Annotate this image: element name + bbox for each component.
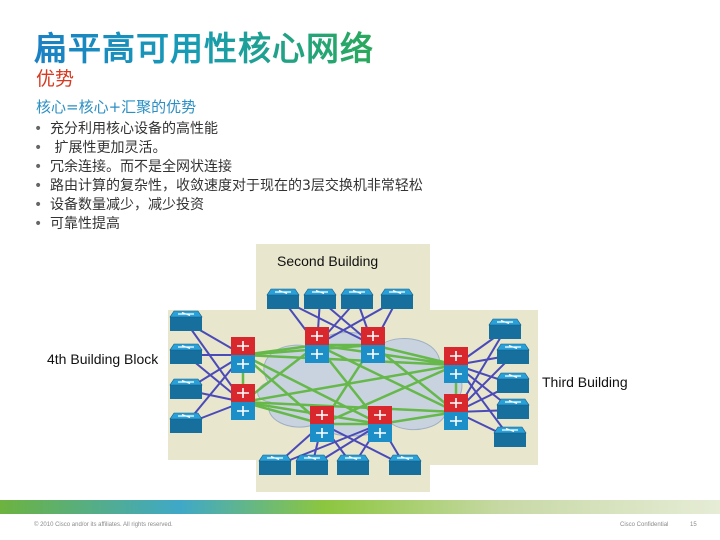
page-number: 15 bbox=[690, 522, 697, 528]
core-link bbox=[242, 400, 457, 414]
access-switch-icon bbox=[496, 343, 530, 364]
slide-subtitle: 优势 bbox=[36, 68, 75, 90]
bullet-item: • 冗余连接。而不是全网状连接 bbox=[34, 158, 423, 177]
copyright-text: © 2010 Cisco and/or its affiliates. All … bbox=[34, 522, 173, 528]
bullet-dot-icon: • bbox=[34, 197, 43, 213]
bullet-text: 路由计算的复杂性，收敛速度对于现在的3层交换机非常轻松 bbox=[50, 178, 423, 194]
fourth-building-label: 4th Building Block bbox=[47, 351, 159, 367]
bullet-text: 扩展性更加灵活。 bbox=[50, 140, 167, 156]
bullet-text: 充分利用核心设备的高性能 bbox=[50, 121, 218, 137]
access-switch-icon bbox=[496, 398, 530, 419]
access-switch-icon bbox=[493, 426, 527, 447]
core-switch-icon bbox=[310, 406, 334, 442]
network-nodes bbox=[169, 288, 530, 475]
confidential-text: Cisco Confidential bbox=[620, 522, 669, 528]
access-switch-icon bbox=[496, 372, 530, 393]
section-heading: 核心=核心+汇聚的优势 bbox=[36, 98, 197, 116]
access-switch-icon bbox=[488, 318, 522, 339]
core-link bbox=[242, 344, 318, 403]
core-link bbox=[379, 410, 457, 426]
core-link bbox=[321, 363, 457, 426]
access-switch-icon bbox=[303, 288, 337, 309]
third-building-label: Third Building bbox=[542, 374, 628, 390]
bullet-text: 可靠性提高 bbox=[50, 216, 120, 232]
bullet-dot-icon: • bbox=[34, 140, 43, 156]
bullet-item: • 可靠性提高 bbox=[34, 215, 423, 234]
access-switch-icon bbox=[295, 454, 329, 475]
core-switch-icon bbox=[231, 337, 255, 373]
core-switch-icon bbox=[444, 347, 468, 383]
bullet-dot-icon: • bbox=[34, 216, 43, 232]
core-switch-icon bbox=[305, 327, 329, 363]
bullet-list: •充分利用核心设备的高性能 • 扩展性更加灵活。 •冗余连接。而不是全网状连接 … bbox=[34, 120, 423, 234]
bullet-item: • 路由计算的复杂性，收敛速度对于现在的3层交换机非常轻松 bbox=[34, 177, 423, 196]
access-switch-icon bbox=[169, 412, 203, 433]
access-switch-icon bbox=[169, 310, 203, 331]
bullet-dot-icon: • bbox=[34, 178, 43, 194]
access-switch-icon bbox=[336, 454, 370, 475]
bullet-dot-icon: • bbox=[34, 121, 43, 137]
bullet-item: • 设备数量减少，减少投资 bbox=[34, 196, 423, 215]
bullet-text: 设备数量减少，减少投资 bbox=[50, 197, 204, 213]
core-link bbox=[242, 353, 457, 367]
second-building-label: Second Building bbox=[277, 253, 379, 269]
access-switch-icon bbox=[388, 454, 422, 475]
access-switch-icon bbox=[169, 378, 203, 399]
access-switch-icon bbox=[266, 288, 300, 309]
bullet-item: • 扩展性更加灵活。 bbox=[34, 139, 423, 158]
footer-bar bbox=[0, 500, 720, 514]
bullet-text: 冗余连接。而不是全网状连接 bbox=[50, 159, 232, 175]
bullet-dot-icon: • bbox=[34, 159, 43, 175]
access-switch-icon bbox=[380, 288, 414, 309]
access-switch-icon bbox=[258, 454, 292, 475]
core-link bbox=[372, 343, 457, 367]
bullet-item: • 充分利用核心设备的高性能 bbox=[34, 120, 423, 139]
core-link bbox=[316, 343, 457, 414]
core-link bbox=[242, 400, 323, 426]
core-switch-icon bbox=[361, 327, 385, 363]
core-switch-icon bbox=[231, 384, 255, 420]
core-switch-icon bbox=[444, 394, 468, 430]
slide-title: 扁平高可用性核心网络 bbox=[34, 22, 374, 70]
core-link bbox=[372, 344, 457, 413]
access-uplink bbox=[274, 423, 381, 467]
access-switch-icon bbox=[169, 343, 203, 364]
access-switch-icon bbox=[340, 288, 374, 309]
core-switch-icon bbox=[368, 406, 392, 442]
